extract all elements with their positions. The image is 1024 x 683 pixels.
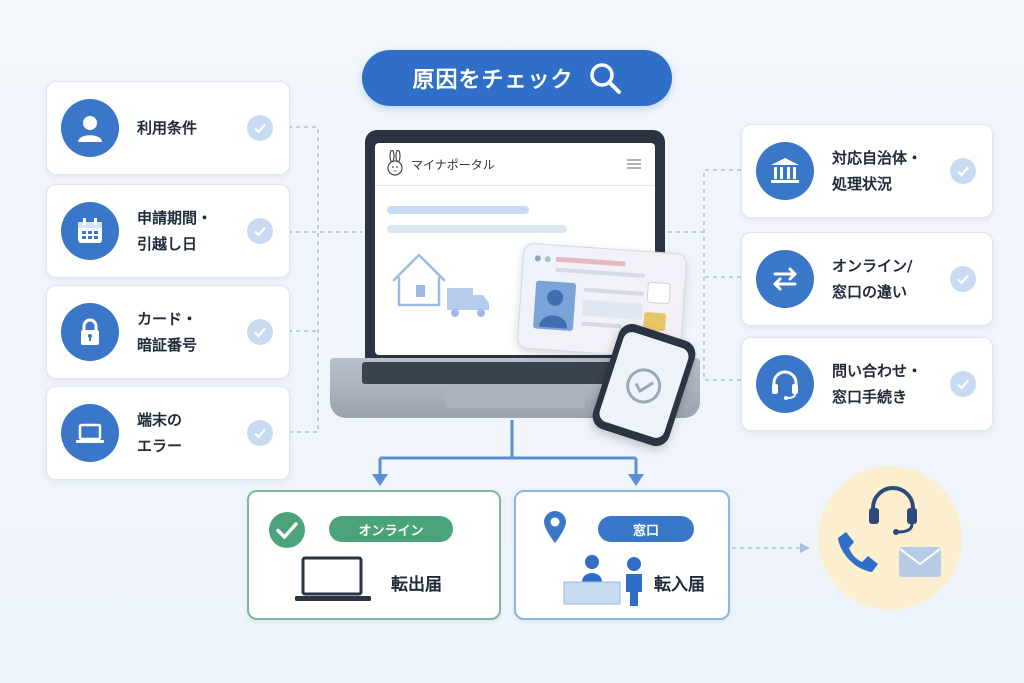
laptop-icon	[295, 556, 371, 601]
smartphone	[588, 320, 700, 450]
right-item-label: 対応自治体・ 処理状況	[832, 149, 923, 193]
online-procedure-card: オンライン 転出届	[247, 490, 501, 620]
check-icon	[626, 368, 662, 404]
page-title: 原因をチェック	[412, 68, 574, 93]
check-icon	[950, 158, 976, 184]
lock-icon	[61, 303, 119, 361]
placeholder-line	[387, 206, 529, 214]
portal-name: マイナポータル	[411, 157, 495, 172]
right-item-inquiry-procedure: 問い合わせ・ 窓口手続き	[741, 337, 993, 431]
menu-icon[interactable]	[627, 158, 641, 170]
support-contact-graphic	[818, 466, 962, 610]
location-pin-icon	[544, 511, 566, 543]
left-item-device-error: 端末の エラー	[46, 386, 290, 480]
moving-out-label: 転出届	[391, 575, 442, 595]
left-item-application-period: 申請期間・ 引越し日	[46, 184, 290, 278]
right-item-label: オンライン/ 窓口の違い	[832, 257, 913, 301]
portal-header: マイナポータル	[375, 143, 655, 186]
check-icon	[950, 266, 976, 292]
check-icon	[247, 319, 273, 345]
laptop-keyboard	[362, 362, 668, 384]
phone-handset-icon	[838, 532, 878, 572]
laptop-touchpad	[445, 388, 585, 408]
counter-procedure-card: 窓口 転入届	[514, 490, 730, 620]
government-building-icon	[756, 142, 814, 200]
swap-arrows-icon	[756, 250, 814, 308]
right-item-municipality-status: 対応自治体・ 処理状況	[741, 124, 993, 218]
person-icon	[61, 99, 119, 157]
mail-icon	[899, 547, 941, 577]
check-icon	[247, 115, 273, 141]
left-item-label: カード・ 暗証番号	[137, 310, 198, 354]
left-item-label: 端末の エラー	[137, 411, 183, 455]
headset-icon	[869, 486, 917, 535]
left-item-label: 利用条件	[137, 119, 198, 137]
right-item-online-vs-counter: オンライン/ 窓口の違い	[741, 232, 993, 326]
headset-icon	[756, 355, 814, 413]
online-tag: オンライン	[329, 516, 453, 542]
moving-in-label: 転入届	[654, 575, 705, 595]
my-number-card	[516, 242, 688, 360]
calendar-icon	[61, 202, 119, 260]
left-item-usage-conditions: 利用条件	[46, 81, 290, 175]
placeholder-line	[387, 225, 567, 233]
house-moving-icon	[392, 253, 489, 317]
rabbit-mascot-icon	[387, 150, 403, 176]
check-circle-icon	[269, 512, 305, 548]
title-pill: 原因をチェック	[362, 50, 672, 106]
right-item-label: 問い合わせ・ 窓口手続き	[832, 362, 923, 406]
counter-tag: 窓口	[598, 516, 694, 542]
left-item-card-pin: カード・ 暗証番号	[46, 285, 290, 379]
check-icon	[247, 218, 273, 244]
left-item-label: 申請期間・ 引越し日	[137, 209, 213, 253]
check-icon	[950, 371, 976, 397]
card-graphic	[533, 255, 671, 332]
service-counter-icon	[563, 555, 642, 606]
magnifier-icon	[589, 63, 621, 94]
check-icon	[247, 420, 273, 446]
laptop-icon	[61, 404, 119, 462]
